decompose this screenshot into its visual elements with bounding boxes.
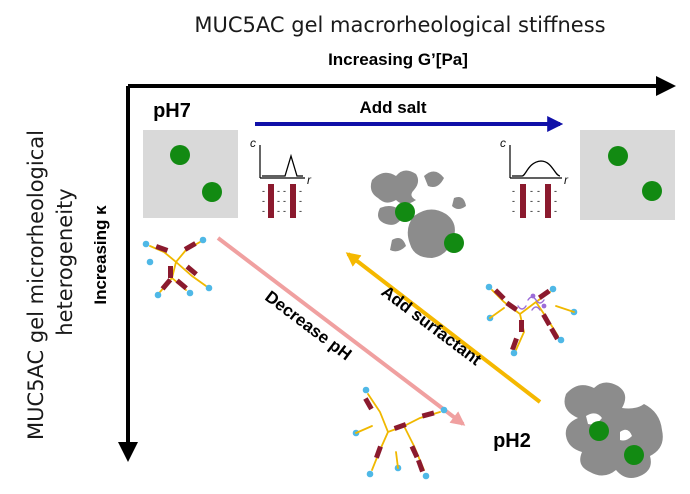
top-axis-title: MUC5AC gel macrorheological stiffness xyxy=(194,13,605,37)
svg-text:-: - xyxy=(530,206,533,216)
left-axis-title-line2: heterogeneity xyxy=(53,188,77,335)
salt-concentration-plot: c r - - - - - - - - - - - - xyxy=(500,136,569,218)
ph7-label: pH7 xyxy=(153,100,191,122)
svg-text:-: - xyxy=(299,196,302,206)
svg-text:-: - xyxy=(283,206,286,216)
svg-text:-: - xyxy=(512,206,515,216)
salt-bead-2 xyxy=(642,181,662,201)
ph2-label: pH2 xyxy=(493,430,531,452)
svg-text:-: - xyxy=(277,206,280,216)
svg-text:-: - xyxy=(537,196,540,206)
add-surfactant-label: Add surfactant xyxy=(378,282,486,370)
svg-text:-: - xyxy=(277,186,280,196)
left-axis-title-line1: MUC5AC gel microrheological xyxy=(24,130,48,440)
ph7-gel-box xyxy=(143,130,238,218)
decrease-ph-arrow xyxy=(216,236,466,426)
ph7-bead-1 xyxy=(170,145,190,165)
svg-text:-: - xyxy=(299,206,302,216)
svg-text:-: - xyxy=(283,196,286,206)
svg-text:-: - xyxy=(530,186,533,196)
ph7-bead-2 xyxy=(202,182,222,202)
ph2-gel-cluster xyxy=(564,382,663,478)
ph7-concentration-plot: c r - - - - - - - - - - - - xyxy=(250,136,312,218)
salt-gel-box xyxy=(580,130,675,220)
ph7-plot-c-label: c xyxy=(250,136,256,150)
ph2-mucin-molecule xyxy=(352,386,448,480)
svg-text:-: - xyxy=(512,186,515,196)
ph7-mucin-molecule xyxy=(142,236,213,299)
add-salt-label: Add salt xyxy=(359,98,426,117)
top-axis-label: Increasing G’[Pa] xyxy=(328,50,468,69)
ph7-plot-r-label: r xyxy=(307,173,312,187)
svg-text:-: - xyxy=(512,196,515,206)
svg-text:-: - xyxy=(554,206,557,216)
svg-text:-: - xyxy=(283,186,286,196)
svg-text:-: - xyxy=(262,186,265,196)
svg-text:-: - xyxy=(554,196,557,206)
svg-text:-: - xyxy=(262,206,265,216)
svg-text:-: - xyxy=(530,196,533,206)
svg-text:-: - xyxy=(554,186,557,196)
svg-text:-: - xyxy=(277,196,280,206)
surfactant-mucin-molecule xyxy=(485,283,578,357)
svg-text:-: - xyxy=(537,206,540,216)
decrease-ph-label: Decrease pH xyxy=(261,287,355,364)
add-surfactant-arrow xyxy=(345,252,542,404)
salt-plot-c-label: c xyxy=(500,136,506,150)
svg-text:-: - xyxy=(537,186,540,196)
surfactant-gel-cluster xyxy=(370,170,466,258)
left-axis-label: Increasing κ xyxy=(91,205,110,305)
salt-bead-1 xyxy=(608,146,628,166)
svg-text:-: - xyxy=(262,196,265,206)
svg-text:-: - xyxy=(299,186,302,196)
salt-plot-r-label: r xyxy=(564,173,569,187)
